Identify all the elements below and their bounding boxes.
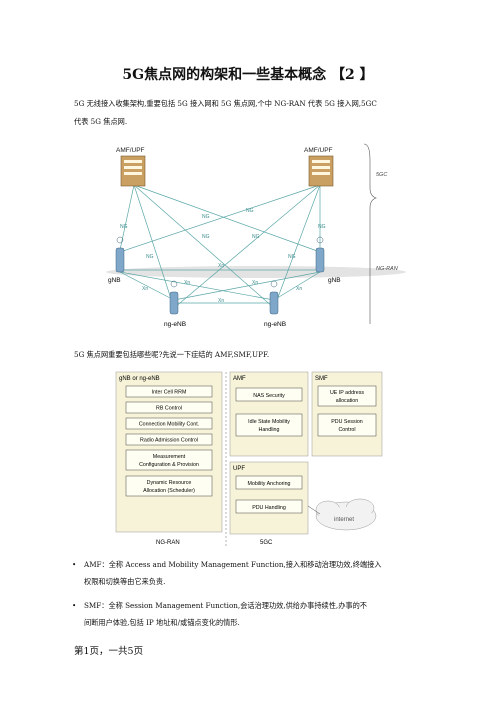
box-connection-mobility: Connection Mobility Cont. (139, 422, 199, 428)
ground-shadow (106, 266, 406, 278)
upf-panel (229, 461, 309, 535)
gnb-right-tower (315, 236, 325, 273)
ng-label: NG (252, 234, 260, 240)
box-ue-ip-line1: UE IP address (330, 390, 364, 396)
ng-label: NG (246, 208, 254, 214)
intro-line-1: 5G 无线接入收集架构,重要包括 5G 接入网和 5G 焦点网,个中 NG-RA… (74, 99, 377, 108)
box-mobility-anchoring: Mobility Anchoring (248, 481, 291, 487)
bullet-smf-line1: •SMF：全称 Session Management Function,会话治理… (72, 597, 367, 614)
ng-enb-right-tower (269, 280, 279, 315)
smf-panel-title: SMF (315, 376, 328, 382)
mid-paragraph: 5G 焦点网重要包括哪些呢?先说一下症结的 AMF,SMF,UPF. (74, 350, 270, 359)
box-measurement-line2: Configuration & Provision (139, 462, 199, 468)
bracket (363, 143, 377, 324)
gnb-panel-title: gNB or ng-eNB (119, 376, 160, 382)
ng-label: NG (146, 254, 154, 260)
ng-enb-right-label: ng-eNB (264, 321, 286, 328)
page-footer: 第1页，一共5页 (74, 646, 144, 657)
xn-links (119, 269, 321, 304)
bullet-amf-line2: 权限和切换等由它来负责. (84, 577, 166, 586)
ng-enb-left-tower (169, 280, 179, 315)
xn-label: Xn (218, 298, 224, 304)
amf-panel-title: AMF (233, 376, 246, 382)
box-idle-line2: Handling (259, 427, 280, 433)
ng-label: NG (202, 214, 210, 220)
box-rb-control: RB Control (156, 406, 182, 412)
box-inter-cell-rrm: Inter Cell RRM (152, 390, 187, 396)
box-measurement-line1: Measurement (153, 454, 186, 460)
box-dra-line2: Allocation (Scheduler) (143, 488, 195, 494)
xn-label: Xn (184, 280, 190, 286)
bullet-dot: • (72, 560, 77, 569)
box-pdu-session-line1: PDU Session (331, 419, 363, 425)
ng-links (119, 184, 321, 309)
amf-upf-right-server (308, 155, 334, 187)
box-idle-line1: Idle State Mobility (248, 419, 290, 425)
internet-cloud (315, 498, 377, 531)
box-pdu-session-line2: Control (338, 427, 355, 433)
ng-label: NG (318, 224, 326, 230)
ng-enb-left-label: ng-eNB (164, 321, 186, 328)
gnb-left-tower (115, 236, 125, 273)
intro-line-2: 代表 5G 焦点网. (74, 117, 128, 126)
functional-split-diagram: gNB or ng-eNB Inter Cell RRM RB Control … (114, 370, 384, 550)
internet-label: internet (334, 517, 354, 523)
upf-panel-title: UPF (233, 466, 245, 472)
amf-upf-right-label: AMF/UPF (304, 147, 333, 154)
box-pdu-handling: PDU Handling (252, 505, 286, 511)
ngran-side-label: NG-RAN (376, 266, 398, 272)
box-dra-line1: Dynamic Resource (147, 480, 192, 486)
amf-upf-left-label: AMF/UPF (116, 147, 145, 154)
amf-upf-left-server (120, 155, 146, 187)
ng-label: NG (288, 254, 296, 260)
xn-label: Xn (296, 286, 302, 292)
bullet-amf-line1: •AMF：全称 Access and Mobility Management F… (72, 556, 381, 573)
ng-label: NG (120, 224, 128, 230)
ng-label: NG (202, 234, 210, 240)
5gc-label: 5GC (260, 540, 273, 546)
xn-label: Xn (218, 263, 224, 269)
box-ue-ip-line2: allocation (336, 398, 358, 404)
5gc-side-label: 5GC (376, 172, 387, 178)
gnb-left-label: gNB (108, 277, 121, 284)
xn-label: Xn (252, 280, 258, 286)
page-title: 5G焦点网的构架和一些基本概念 【2 】 (122, 67, 374, 83)
box-radio-admission: Radio Admission Control (140, 438, 198, 444)
gnb-right-label: gNB (328, 277, 341, 284)
network-architecture-diagram: AMF/UPF AMF/UPF NG NG NG NG NG NG NG NG … (106, 143, 406, 328)
xn-label: Xn (142, 286, 148, 292)
ngran-label: NG-RAN (156, 540, 180, 546)
box-nas-security: NAS Security (253, 393, 285, 399)
bullet-smf-line2: 间断用户体验,包括 IP 地址和/或锚点变化的情形. (84, 618, 240, 627)
bullet-dot: • (72, 601, 77, 610)
